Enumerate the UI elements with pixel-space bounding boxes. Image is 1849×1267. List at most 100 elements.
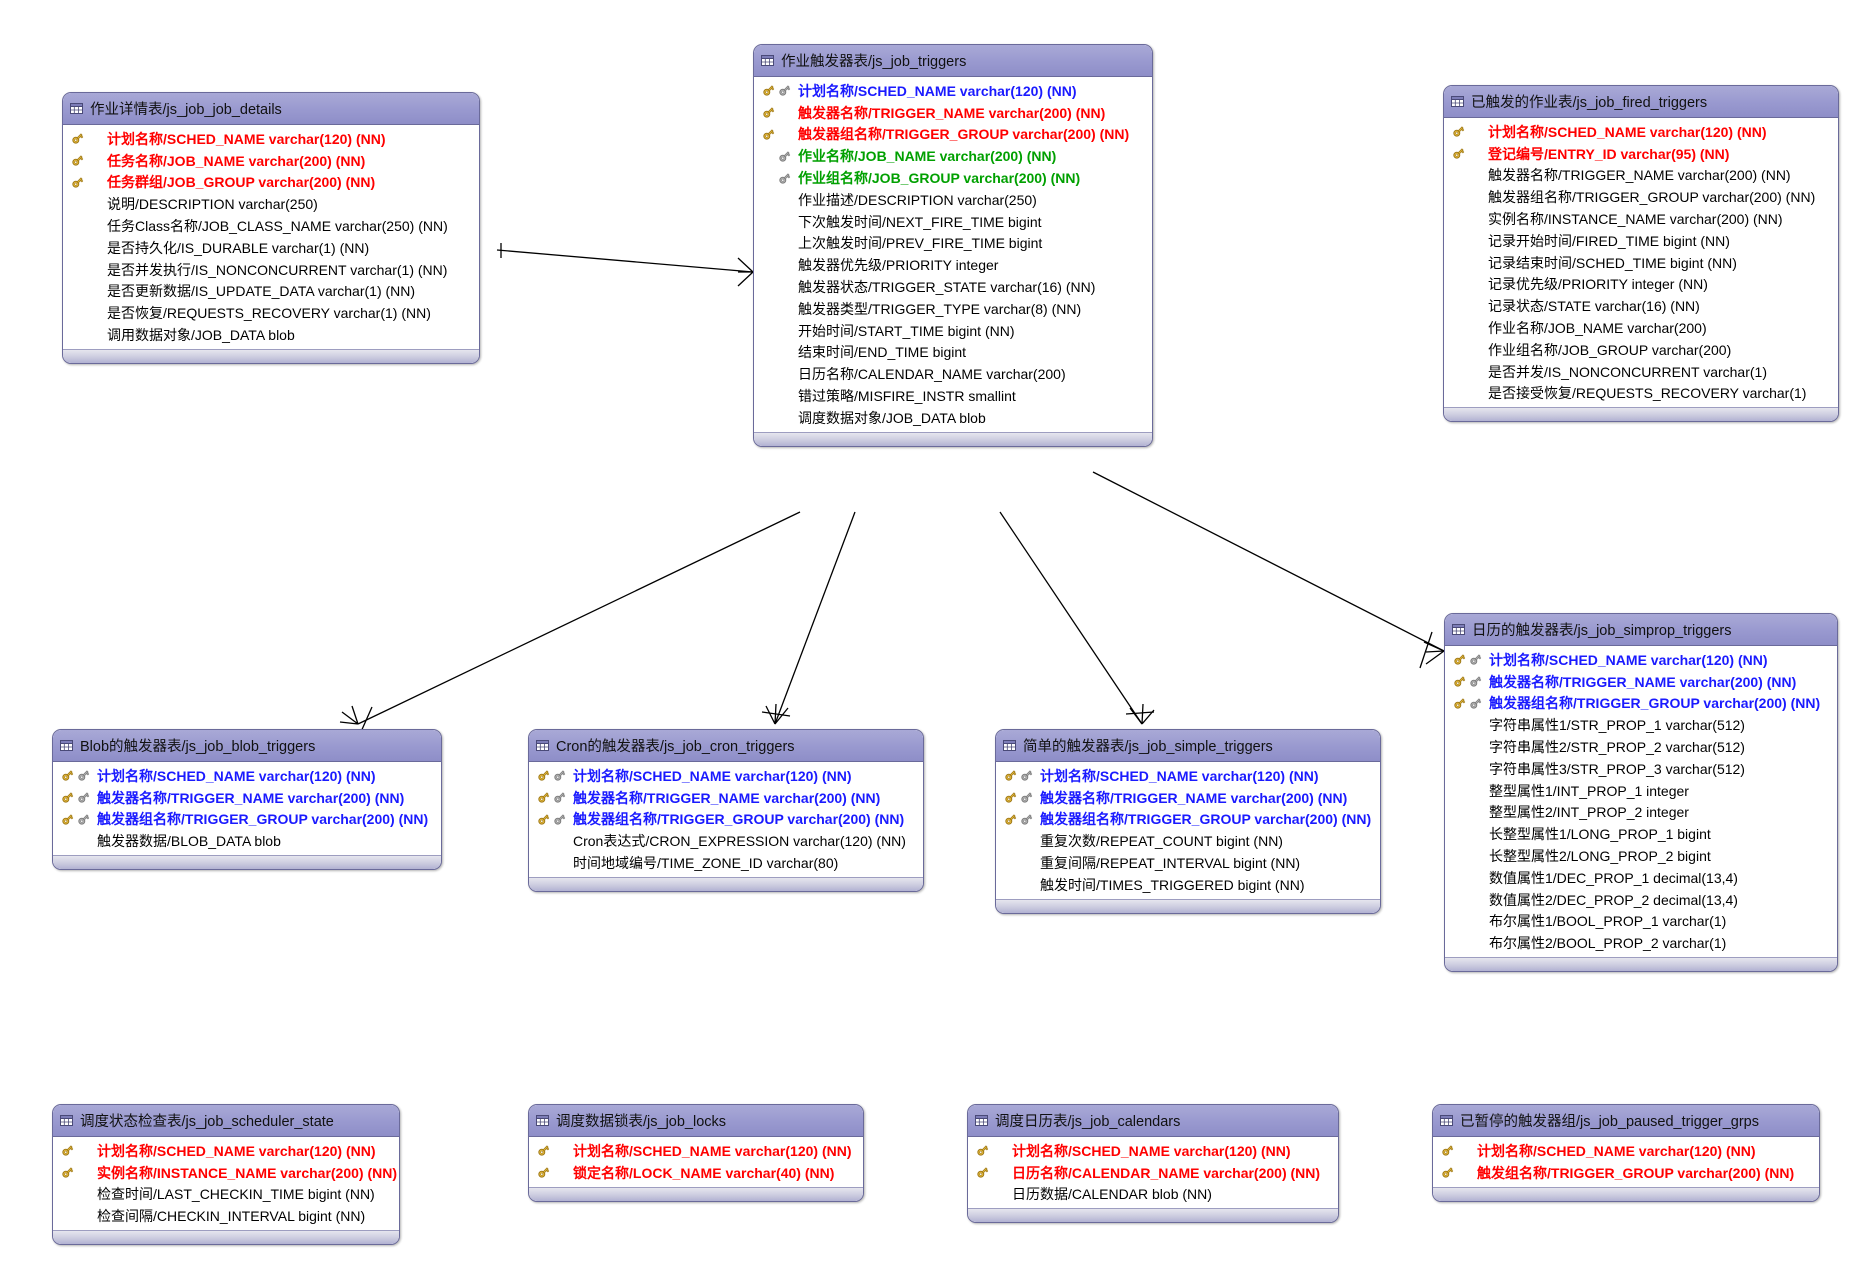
entity-paused_trigger_grps[interactable]: 已暂停的触发器组/js_job_paused_trigger_grps 计划名称/…: [1432, 1104, 1820, 1202]
field-row[interactable]: 是否恢复/REQUESTS_RECOVERY varchar(1) (NN): [69, 302, 473, 324]
entity-header-paused_trigger_grps[interactable]: 已暂停的触发器组/js_job_paused_trigger_grps: [1433, 1105, 1819, 1137]
entity-header-simprop_triggers[interactable]: 日历的触发器表/js_job_simprop_triggers: [1445, 614, 1837, 646]
entity-cron_triggers[interactable]: Cron的触发器表/js_job_cron_triggers 计划名称/SCHED…: [528, 729, 924, 892]
field-row[interactable]: 任务名称/JOB_NAME varchar(200) (NN): [69, 150, 473, 172]
entity-locks[interactable]: 调度数据锁表/js_job_locks 计划名称/SCHED_NAME varch…: [528, 1104, 864, 1202]
field-row[interactable]: 检查时间/LAST_CHECKIN_TIME bigint (NN): [59, 1184, 393, 1206]
field-row[interactable]: 触发器数据/BLOB_DATA blob: [59, 830, 435, 852]
field-row[interactable]: 触发时间/TIMES_TRIGGERED bigint (NN): [1002, 874, 1374, 896]
field-row[interactable]: 作业名称/JOB_NAME varchar(200): [1450, 317, 1832, 339]
field-row[interactable]: 触发器名称/TRIGGER_NAME varchar(200) (NN): [59, 787, 435, 809]
field-row[interactable]: 触发器组名称/TRIGGER_GROUP varchar(200) (NN): [1451, 693, 1831, 715]
field-row[interactable]: 记录优先级/PRIORITY integer (NN): [1450, 274, 1832, 296]
entity-scheduler_state[interactable]: 调度状态检查表/js_job_scheduler_state 计划名称/SCHED…: [52, 1104, 400, 1246]
field-row[interactable]: 触发器组名称/TRIGGER_GROUP varchar(200) (NN): [760, 124, 1146, 146]
field-row[interactable]: 布尔属性1/BOOL_PROP_1 varchar(1): [1451, 911, 1831, 933]
entity-header-fired_triggers[interactable]: 已触发的作业表/js_job_fired_triggers: [1444, 86, 1838, 118]
field-row[interactable]: 计划名称/SCHED_NAME varchar(120) (NN): [1451, 649, 1831, 671]
field-row[interactable]: 计划名称/SCHED_NAME varchar(120) (NN): [69, 128, 473, 150]
field-row[interactable]: 计划名称/SCHED_NAME varchar(120) (NN): [974, 1140, 1332, 1162]
field-row[interactable]: 触发器类型/TRIGGER_TYPE varchar(8) (NN): [760, 298, 1146, 320]
entity-simple_triggers[interactable]: 简单的触发器表/js_job_simple_triggers 计划名称/SCHED…: [995, 729, 1381, 914]
field-row[interactable]: 调用数据对象/JOB_DATA blob: [69, 324, 473, 346]
field-row[interactable]: 计划名称/SCHED_NAME varchar(120) (NN): [1439, 1140, 1813, 1162]
field-row[interactable]: 触发器名称/TRIGGER_NAME varchar(200) (NN): [535, 787, 917, 809]
field-row[interactable]: 日历名称/CALENDAR_NAME varchar(200) (NN): [974, 1162, 1332, 1184]
field-row[interactable]: 开始时间/START_TIME bigint (NN): [760, 320, 1146, 342]
field-row[interactable]: 触发器组名称/TRIGGER_GROUP varchar(200) (NN): [1002, 809, 1374, 831]
field-row[interactable]: 触发器状态/TRIGGER_STATE varchar(16) (NN): [760, 276, 1146, 298]
entity-header-locks[interactable]: 调度数据锁表/js_job_locks: [529, 1105, 863, 1137]
entity-header-cron_triggers[interactable]: Cron的触发器表/js_job_cron_triggers: [529, 730, 923, 762]
field-row[interactable]: 重复间隔/REPEAT_INTERVAL bigint (NN): [1002, 852, 1374, 874]
field-row[interactable]: 字符串属性3/STR_PROP_3 varchar(512): [1451, 758, 1831, 780]
entity-fired_triggers[interactable]: 已触发的作业表/js_job_fired_triggers 计划名称/SCHED_…: [1443, 85, 1839, 423]
entity-job_triggers[interactable]: 作业触发器表/js_job_triggers 计划名称/SCHED_NAME va…: [753, 44, 1153, 447]
field-row[interactable]: 字符串属性2/STR_PROP_2 varchar(512): [1451, 736, 1831, 758]
field-row[interactable]: 检查间隔/CHECKIN_INTERVAL bigint (NN): [59, 1205, 393, 1227]
field-row[interactable]: 是否并发/IS_NONCONCURRENT varchar(1): [1450, 361, 1832, 383]
field-row[interactable]: 记录状态/STATE varchar(16) (NN): [1450, 295, 1832, 317]
field-row[interactable]: 是否并发执行/IS_NONCONCURRENT varchar(1) (NN): [69, 259, 473, 281]
entity-header-calendars[interactable]: 调度日历表/js_job_calendars: [968, 1105, 1338, 1137]
field-row[interactable]: 错过策略/MISFIRE_INSTR smallint: [760, 385, 1146, 407]
field-row[interactable]: 作业名称/JOB_NAME varchar(200) (NN): [760, 145, 1146, 167]
entity-header-job_triggers[interactable]: 作业触发器表/js_job_triggers: [754, 45, 1152, 77]
field-row[interactable]: 触发组名称/TRIGGER_GROUP varchar(200) (NN): [1439, 1162, 1813, 1184]
field-row[interactable]: 长整型属性1/LONG_PROP_1 bigint: [1451, 823, 1831, 845]
field-row[interactable]: 说明/DESCRIPTION varchar(250): [69, 193, 473, 215]
field-row[interactable]: 结束时间/END_TIME bigint: [760, 342, 1146, 364]
field-row[interactable]: 下次触发时间/NEXT_FIRE_TIME bigint: [760, 211, 1146, 233]
field-row[interactable]: 计划名称/SCHED_NAME varchar(120) (NN): [535, 765, 917, 787]
field-row[interactable]: 实例名称/INSTANCE_NAME varchar(200) (NN): [1450, 208, 1832, 230]
field-row[interactable]: 触发器组名称/TRIGGER_GROUP varchar(200) (NN): [59, 809, 435, 831]
field-row[interactable]: 数值属性2/DEC_PROP_2 decimal(13,4): [1451, 889, 1831, 911]
field-row[interactable]: 触发器组名称/TRIGGER_GROUP varchar(200) (NN): [1450, 186, 1832, 208]
field-row[interactable]: 长整型属性2/LONG_PROP_2 bigint: [1451, 845, 1831, 867]
field-row[interactable]: Cron表达式/CRON_EXPRESSION varchar(120) (NN…: [535, 830, 917, 852]
field-row[interactable]: 任务群组/JOB_GROUP varchar(200) (NN): [69, 172, 473, 194]
field-row[interactable]: 触发器优先级/PRIORITY integer: [760, 254, 1146, 276]
field-row[interactable]: 计划名称/SCHED_NAME varchar(120) (NN): [1002, 765, 1374, 787]
entity-header-scheduler_state[interactable]: 调度状态检查表/js_job_scheduler_state: [53, 1105, 399, 1137]
entity-header-simple_triggers[interactable]: 简单的触发器表/js_job_simple_triggers: [996, 730, 1380, 762]
field-row[interactable]: 是否更新数据/IS_UPDATE_DATA varchar(1) (NN): [69, 281, 473, 303]
field-row[interactable]: 触发器名称/TRIGGER_NAME varchar(200) (NN): [1002, 787, 1374, 809]
field-row[interactable]: 数值属性1/DEC_PROP_1 decimal(13,4): [1451, 867, 1831, 889]
entity-simprop_triggers[interactable]: 日历的触发器表/js_job_simprop_triggers 计划名称/SCHE…: [1444, 613, 1838, 973]
field-row[interactable]: 触发器组名称/TRIGGER_GROUP varchar(200) (NN): [535, 809, 917, 831]
field-row[interactable]: 计划名称/SCHED_NAME varchar(120) (NN): [760, 80, 1146, 102]
field-row[interactable]: 锁定名称/LOCK_NAME varchar(40) (NN): [535, 1162, 857, 1184]
field-row[interactable]: 记录结束时间/SCHED_TIME bigint (NN): [1450, 252, 1832, 274]
field-row[interactable]: 记录开始时间/FIRED_TIME bigint (NN): [1450, 230, 1832, 252]
field-row[interactable]: 调度数据对象/JOB_DATA blob: [760, 407, 1146, 429]
field-row[interactable]: 计划名称/SCHED_NAME varchar(120) (NN): [535, 1140, 857, 1162]
field-row[interactable]: 登记编号/ENTRY_ID varchar(95) (NN): [1450, 143, 1832, 165]
field-row[interactable]: 实例名称/INSTANCE_NAME varchar(200) (NN): [59, 1162, 397, 1184]
field-row[interactable]: 触发器名称/TRIGGER_NAME varchar(200) (NN): [1450, 165, 1832, 187]
field-row[interactable]: 整型属性2/INT_PROP_2 integer: [1451, 802, 1831, 824]
field-row[interactable]: 整型属性1/INT_PROP_1 integer: [1451, 780, 1831, 802]
field-row[interactable]: 作业组名称/JOB_GROUP varchar(200) (NN): [760, 167, 1146, 189]
field-row[interactable]: 日历数据/CALENDAR blob (NN): [974, 1184, 1332, 1206]
field-row[interactable]: 任务Class名称/JOB_CLASS_NAME varchar(250) (N…: [69, 215, 473, 237]
field-row[interactable]: 上次触发时间/PREV_FIRE_TIME bigint: [760, 233, 1146, 255]
entity-header-blob_triggers[interactable]: Blob的触发器表/js_job_blob_triggers: [53, 730, 441, 762]
entity-calendars[interactable]: 调度日历表/js_job_calendars 计划名称/SCHED_NAME va…: [967, 1104, 1339, 1224]
field-row[interactable]: 作业描述/DESCRIPTION varchar(250): [760, 189, 1146, 211]
field-row[interactable]: 时间地域编号/TIME_ZONE_ID varchar(80): [535, 852, 917, 874]
field-row[interactable]: 是否持久化/IS_DURABLE varchar(1) (NN): [69, 237, 473, 259]
field-row[interactable]: 重复次数/REPEAT_COUNT bigint (NN): [1002, 830, 1374, 852]
entity-header-job_details[interactable]: 作业详情表/js_job_job_details: [63, 93, 479, 125]
field-row[interactable]: 布尔属性2/BOOL_PROP_2 varchar(1): [1451, 932, 1831, 954]
field-row[interactable]: 作业组名称/JOB_GROUP varchar(200): [1450, 339, 1832, 361]
field-row[interactable]: 是否接受恢复/REQUESTS_RECOVERY varchar(1): [1450, 383, 1832, 405]
field-row[interactable]: 触发器名称/TRIGGER_NAME varchar(200) (NN): [1451, 671, 1831, 693]
field-row[interactable]: 计划名称/SCHED_NAME varchar(120) (NN): [59, 1140, 393, 1162]
field-row[interactable]: 日历名称/CALENDAR_NAME varchar(200): [760, 363, 1146, 385]
field-row[interactable]: 计划名称/SCHED_NAME varchar(120) (NN): [1450, 121, 1832, 143]
entity-job_details[interactable]: 作业详情表/js_job_job_details 计划名称/SCHED_NAME …: [62, 92, 480, 364]
field-row[interactable]: 触发器名称/TRIGGER_NAME varchar(200) (NN): [760, 102, 1146, 124]
field-row[interactable]: 字符串属性1/STR_PROP_1 varchar(512): [1451, 714, 1831, 736]
